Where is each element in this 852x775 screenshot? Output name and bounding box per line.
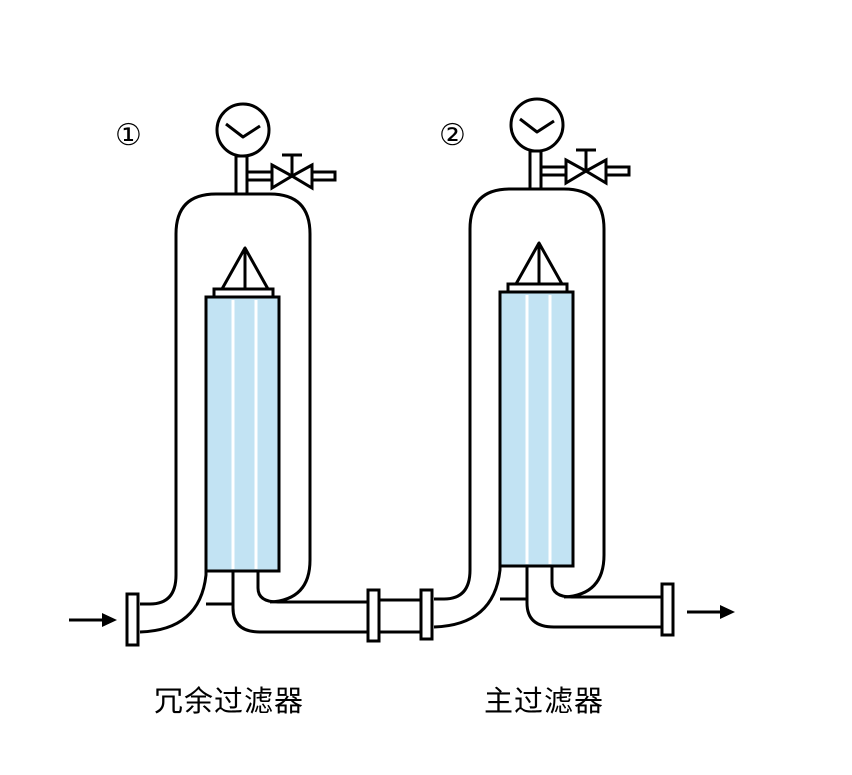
- filter-number-1: ①: [115, 118, 142, 153]
- inlet-flange: [125, 592, 140, 647]
- connecting-pipe: [366, 588, 434, 643]
- filter-unit-2: [432, 97, 666, 629]
- arrow-right-icon: [69, 613, 117, 627]
- filter-label-2: 主过滤器: [484, 684, 605, 718]
- flange: [366, 588, 381, 643]
- flange: [419, 588, 434, 641]
- outlet-flange: [660, 582, 675, 637]
- arrow-right-icon: [687, 605, 735, 619]
- filter-number-2: ②: [439, 118, 466, 153]
- filter-label-1: 冗余过滤器: [154, 684, 305, 718]
- filter-unit-1: [125, 102, 372, 647]
